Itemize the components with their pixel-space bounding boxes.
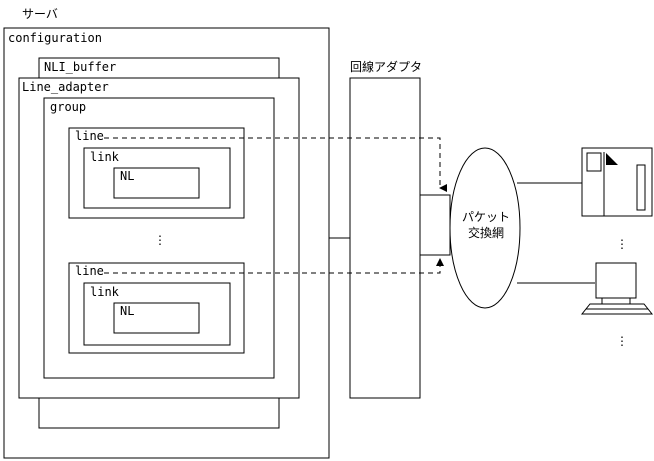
terminal-ellipsis-2: ⋮ — [616, 334, 628, 348]
network-label-line2: 交換網 — [468, 225, 504, 240]
nl-label: NL — [120, 304, 134, 318]
packet-network-cloud — [449, 147, 521, 309]
group-label: group — [50, 100, 86, 114]
line-label: line — [75, 129, 104, 143]
adapter-port — [419, 194, 451, 256]
line-block: line link NL — [68, 127, 245, 219]
link-label: link — [90, 150, 120, 164]
nli-buffer-label: NLI_buffer — [44, 60, 116, 74]
line-ellipsis: ⋮ — [154, 233, 166, 247]
line-block: line link NL — [68, 262, 245, 354]
virtual-connection-1 — [104, 137, 447, 192]
nl-box — [113, 167, 200, 199]
host-computer-icon — [581, 147, 653, 217]
configuration-label: configuration — [8, 31, 102, 45]
line-label: line — [75, 264, 104, 278]
pc-terminal-icon — [580, 262, 654, 315]
nl-label: NL — [120, 169, 134, 183]
network-label-line1: パケット — [462, 210, 510, 224]
adapter-label: 回線アダプタ — [350, 59, 422, 74]
server-title: サーバ — [22, 7, 58, 21]
line-adapter-device — [349, 77, 421, 399]
link-label: link — [90, 285, 120, 299]
terminal-ellipsis-1: ⋮ — [616, 237, 628, 251]
arrowhead-up — [436, 258, 444, 266]
nl-box — [113, 302, 200, 334]
line-adapter-label: Line_adapter — [22, 80, 109, 94]
